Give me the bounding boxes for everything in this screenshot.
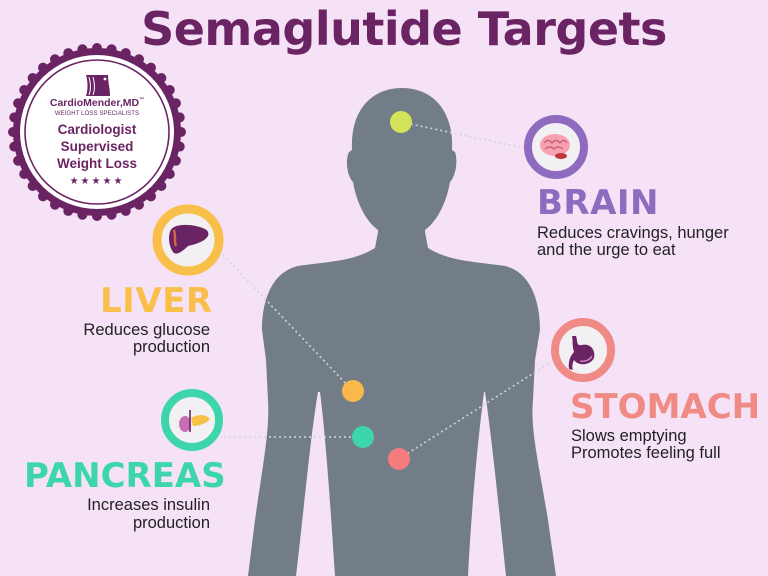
liver-desc-2: production [132, 338, 210, 356]
badge [8, 43, 186, 221]
badge-line-3: Weight Loss [56, 156, 137, 171]
stomach-dot[interactable] [388, 448, 410, 470]
badge-brand-name: CardioMender,MD [49, 97, 140, 109]
pancreas-desc-2: production [132, 514, 210, 532]
brain-desc-2: and the urge to eat [537, 241, 676, 259]
stomach-title: STOMACH [570, 387, 761, 427]
badge-line-1: Cardiologist [57, 122, 137, 137]
pancreas-title: PANCREAS [24, 456, 226, 496]
connector-lines [222, 121, 552, 460]
liver-desc-1: Reduces glucose [83, 321, 210, 339]
badge-brand: CardioMender,MD™ [22, 97, 172, 109]
cardiomender-logo-icon [86, 75, 110, 96]
badge-stars: ★★★★★ [69, 176, 125, 187]
pancreas-dot[interactable] [352, 426, 374, 448]
page-title: Semaglutide Targets [141, 2, 667, 56]
stomach-desc-2: Promotes feeling full [571, 444, 721, 462]
brain-dot[interactable] [390, 111, 412, 133]
brain-desc-1: Reduces cravings, hunger [537, 224, 729, 242]
liver-title: LIVER [100, 281, 213, 321]
badge-trademark: ™ [139, 97, 145, 103]
right-arm-gap [468, 392, 506, 576]
badge-line-2: Supervised [60, 139, 134, 154]
liver-dot[interactable] [342, 380, 364, 402]
brain-icon [524, 115, 588, 179]
left-arm-gap [296, 392, 335, 576]
badge-tagline: WEIGHT LOSS SPECIALISTS [54, 111, 140, 117]
stomach-icon [551, 318, 615, 382]
body-silhouette [248, 88, 556, 576]
liver-icon [152, 204, 224, 276]
stomach-desc-1: Slows emptying [571, 427, 687, 445]
brain-title: BRAIN [537, 183, 660, 223]
pancreas-icon [161, 389, 223, 451]
pancreas-desc-1: Increases insulin [87, 496, 210, 514]
